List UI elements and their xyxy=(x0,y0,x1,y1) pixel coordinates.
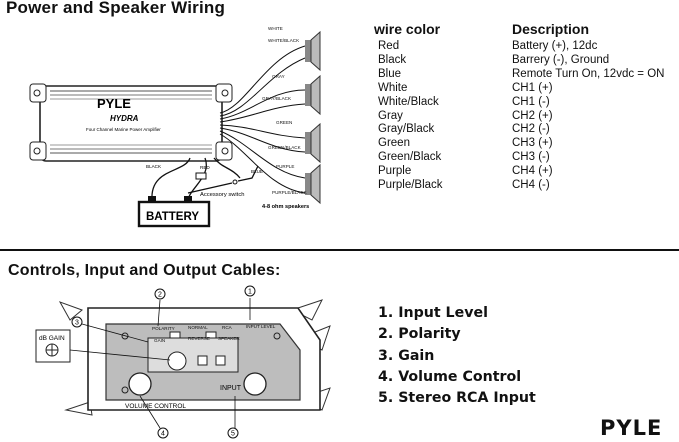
wire-color-cell: Black xyxy=(378,53,407,66)
speaker-ch2 xyxy=(305,74,321,116)
wire-color-cell: Gray xyxy=(378,109,403,122)
amp-logo: PYLE xyxy=(97,96,131,111)
label-purple: PURPLE xyxy=(276,164,294,169)
speaker-label: SPEAKER xyxy=(218,336,240,341)
wire-color-cell: White/Black xyxy=(378,95,439,108)
label-gray: GRAY xyxy=(272,74,285,79)
amplifier: PYLE HYDRA Four Channel Marine Power Amp… xyxy=(29,83,233,162)
description-header: Description xyxy=(512,21,590,37)
wire-color-cell: Purple/Black xyxy=(378,179,443,192)
speaker-wires xyxy=(219,45,306,194)
volume-control-label: VOLUME CONTROL xyxy=(125,403,186,410)
rca-input-jack xyxy=(243,372,267,396)
controls-list: 1. Input Level 2. Polarity 3. Gain 4. Vo… xyxy=(378,303,536,409)
switch-panel xyxy=(147,337,239,373)
accessory-switch-contact xyxy=(232,179,238,185)
description-cell: CH4 (+) xyxy=(512,165,553,178)
wire-color-column: Red Black Blue White White/Black Gray Gr… xyxy=(378,40,508,193)
screw xyxy=(121,386,129,394)
description-cell: Remote Turn On, 12vdc = ON xyxy=(512,67,665,80)
screw xyxy=(273,332,281,340)
label-white: WHITE xyxy=(268,26,283,31)
label-purple-black: PURPLE/BLACK xyxy=(272,190,308,195)
callout-1: 1 xyxy=(248,289,252,296)
page-title: Power and Speaker Wiring xyxy=(6,0,226,17)
brand-logo: PYLE xyxy=(600,416,663,440)
description-cell: CH2 (-) xyxy=(512,123,550,136)
wire-color-cell: Green/Black xyxy=(378,151,442,164)
callout-5: 5 xyxy=(231,431,235,438)
normal-label: NORMAL xyxy=(188,325,208,330)
controls-list-item: 5. Stereo RCA Input xyxy=(378,390,536,407)
description-cell: CH4 (-) xyxy=(512,179,550,192)
db-gain-inset: dB GAIN xyxy=(35,329,71,363)
speaker-ch1 xyxy=(305,30,321,72)
wire-color-cell: Red xyxy=(378,40,400,52)
volume-control-knob xyxy=(128,372,152,396)
callout-2: 2 xyxy=(158,292,162,299)
description-cell: CH2 (+) xyxy=(512,109,553,122)
controls-list-item: 1. Input Level xyxy=(378,305,488,321)
description-column: Battery (+), 12dc Barrery (-), Ground Re… xyxy=(512,40,677,193)
reverse-label: REVERSE xyxy=(188,336,210,341)
section-divider xyxy=(0,249,679,251)
controls-diagram: POLARITY GAIN NORMAL REVERSE RCA SPEAKER… xyxy=(35,285,331,439)
db-gain-label: dB GAIN xyxy=(39,335,65,342)
amp-subtitle: Four Channel Marine Power Amplifier xyxy=(86,127,161,132)
wire-color-header: wire color xyxy=(374,21,441,37)
label-gray-black: GRAY/BLACK xyxy=(262,96,292,101)
gain-label: GAIN xyxy=(154,338,165,343)
label-green-black: GREEN/BLACK xyxy=(268,145,302,150)
description-cell: CH3 (+) xyxy=(512,137,553,150)
description-cell: CH3 (-) xyxy=(512,151,550,164)
callout-leaders xyxy=(69,298,251,429)
battery: BATTERY xyxy=(137,196,211,228)
amp-model: HYDRA xyxy=(110,114,139,123)
wire-color-cell: Purple xyxy=(378,165,412,178)
speaker-ch3 xyxy=(305,122,321,164)
wire-color-cell: Green xyxy=(378,137,410,150)
fuse xyxy=(195,172,207,180)
wire-color-cell: Gray/Black xyxy=(378,123,435,136)
wire-color-cell: Blue xyxy=(378,67,402,80)
polarity-switch xyxy=(197,355,208,366)
speaker-ch4 xyxy=(305,163,321,205)
label-green: GREEN xyxy=(276,120,292,125)
section-title: Controls, Input and Output Cables: xyxy=(8,262,281,279)
label-white-black: WHITE/BLACK xyxy=(268,38,300,43)
polarity-label: POLARITY xyxy=(152,326,175,331)
wire-color-cell: White xyxy=(378,81,408,94)
callout-4: 4 xyxy=(161,431,165,438)
battery-label: BATTERY xyxy=(146,211,199,223)
callout-3: 3 xyxy=(75,320,79,327)
gain-knob xyxy=(167,351,187,371)
ohm-label: 4-8 ohm speakers xyxy=(262,204,309,210)
label-black-wire: BLACK xyxy=(146,164,162,169)
screw xyxy=(121,332,129,340)
speakers xyxy=(305,30,321,205)
wiring-diagram: PYLE HYDRA Four Channel Marine Power Amp… xyxy=(29,26,321,228)
accessory-switch-label: Accessory switch xyxy=(200,192,244,198)
controls-list-item: 2. Polarity xyxy=(378,326,461,343)
description-cell: Barrery (-), Ground xyxy=(512,53,610,66)
input-label: INPUT xyxy=(220,385,242,392)
description-cell: CH1 (-) xyxy=(512,95,550,108)
label-blue-wire: BLUE xyxy=(251,169,263,174)
description-cell: CH1 (+) xyxy=(512,81,553,94)
description-cell: Battery (+), 12dc xyxy=(512,40,598,52)
input-level-label: INPUT LEVEL xyxy=(246,324,276,329)
label-red-wire: RED xyxy=(200,165,210,170)
controls-list-item: 3. Gain xyxy=(378,347,435,364)
controls-list-item: 4. Volume Control xyxy=(378,368,522,385)
input-switch xyxy=(215,355,226,366)
callout-markers xyxy=(71,285,256,439)
rca-label: RCA xyxy=(222,325,233,330)
